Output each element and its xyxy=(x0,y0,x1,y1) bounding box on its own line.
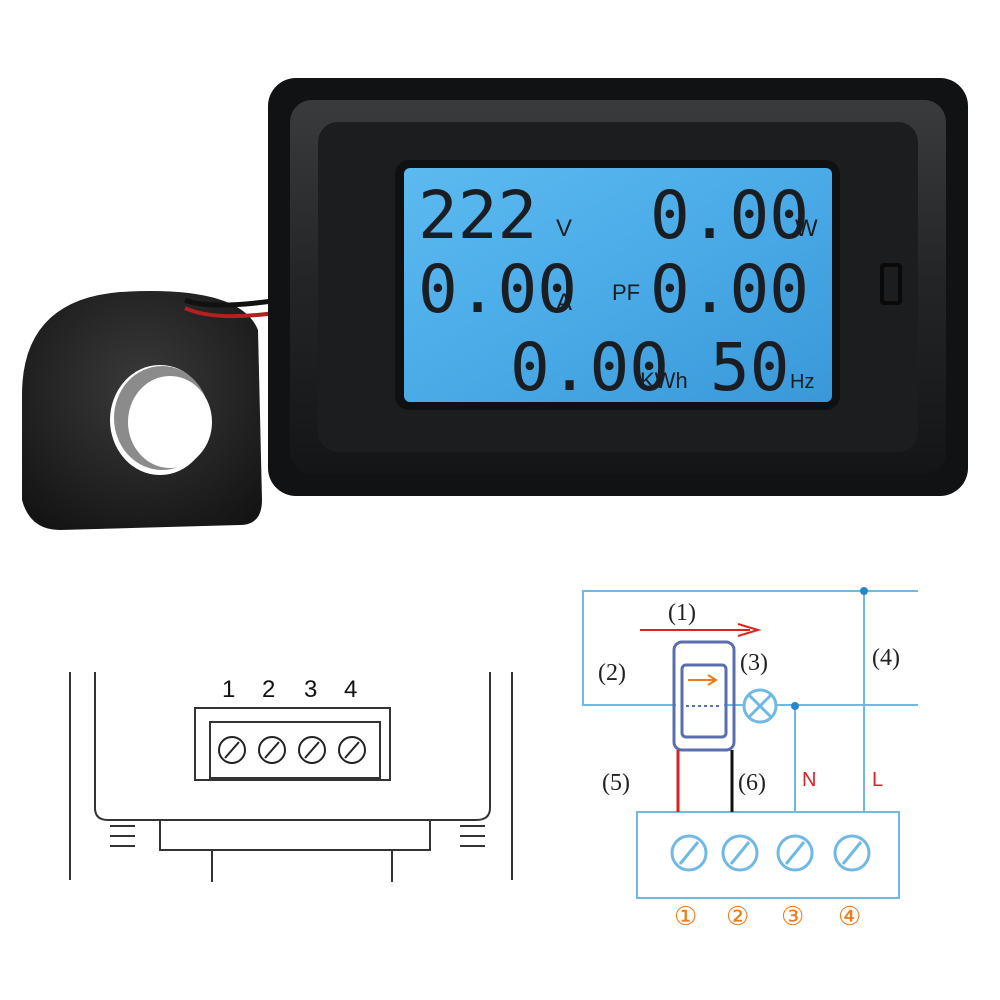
label-1: (1) xyxy=(668,600,696,626)
pf-label: PF xyxy=(612,280,640,305)
energy-value: 0.00 xyxy=(510,329,669,406)
voltage-unit: V xyxy=(556,215,572,242)
power-factor-value: 0.00 xyxy=(650,251,809,328)
ct-symbol-inner xyxy=(680,663,728,739)
terminal-3-label: ③ xyxy=(781,901,804,931)
diagram-terminal-screws xyxy=(670,834,871,872)
power-value: 0.00 xyxy=(650,177,809,254)
neutral-label: N xyxy=(802,769,816,791)
rear-terminal-number-2: 2 xyxy=(262,676,275,703)
voltage-value: 222 xyxy=(418,177,537,254)
frequency-value: 50 xyxy=(710,329,789,406)
frequency-unit: Hz xyxy=(790,371,814,393)
button-icon[interactable] xyxy=(880,263,902,305)
ct-symbol xyxy=(672,640,736,752)
line-label: L xyxy=(872,769,883,791)
energy-unit: KWh xyxy=(640,368,688,393)
black-wire xyxy=(184,297,281,308)
label-4: (4) xyxy=(872,645,900,671)
label-5: (5) xyxy=(602,770,630,796)
label-3: (3) xyxy=(740,650,768,676)
terminal-4-label: ④ xyxy=(838,901,861,931)
rear-terminal-number-1: 1 xyxy=(222,676,235,703)
terminal-1-label: ① xyxy=(674,901,697,931)
junction-dot xyxy=(860,587,868,595)
current-transformer xyxy=(22,291,262,530)
lamp-icon xyxy=(742,688,778,724)
rear-terminal-number-4: 4 xyxy=(344,676,357,703)
terminal-2-label: ② xyxy=(726,901,749,931)
junction-dot xyxy=(791,702,799,710)
red-arrow-icon xyxy=(640,623,762,637)
meter-body xyxy=(268,78,968,496)
rear-terminal-drawing xyxy=(69,672,513,882)
orange-arrow-icon xyxy=(688,674,718,686)
label-2: (2) xyxy=(598,660,626,686)
current-value: 0.00 xyxy=(418,251,577,328)
rear-terminal-screws xyxy=(218,736,366,764)
label-6: (6) xyxy=(738,770,766,796)
rear-terminal-number-3: 3 xyxy=(304,676,317,703)
lcd-screen xyxy=(404,168,832,402)
current-unit: A xyxy=(556,289,572,316)
power-unit: W xyxy=(795,215,818,242)
